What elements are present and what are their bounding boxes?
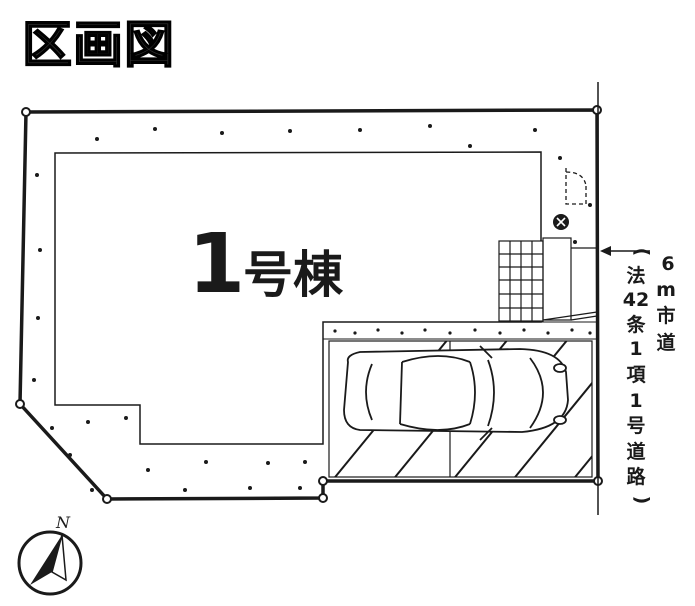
road-note: ( 法 42 条 1 項 1 号 道 路 ) bbox=[623, 248, 653, 505]
lot-boundary bbox=[18, 108, 600, 501]
north-arrow-icon: N bbox=[17, 513, 83, 596]
road-note-char: 道 bbox=[626, 440, 645, 463]
road-arrow-icon bbox=[600, 246, 650, 256]
road-note-char: ) bbox=[631, 496, 653, 505]
setback-dots bbox=[32, 124, 592, 492]
road-label-char: 道 bbox=[656, 331, 675, 354]
parking-top-strip bbox=[322, 321, 599, 340]
building-label: 号棟 bbox=[243, 246, 344, 304]
building-number: 1 bbox=[188, 217, 245, 312]
road-label-char: 市 bbox=[656, 304, 675, 327]
road-label: 6 m 市 道 bbox=[656, 253, 676, 354]
road-note-char: 項 bbox=[626, 364, 646, 386]
road-label-char: 6 bbox=[661, 253, 674, 275]
page-title: 区画図 bbox=[22, 16, 175, 74]
door-swing-icon bbox=[565, 168, 587, 205]
road-label-char: m bbox=[656, 279, 676, 301]
road-note-char: 42 bbox=[623, 289, 649, 311]
meter-icon bbox=[553, 214, 569, 230]
parking-strip-dots bbox=[333, 328, 592, 335]
entry-steps bbox=[498, 240, 544, 322]
boundary-markers bbox=[15, 105, 603, 504]
road-note-char: ( bbox=[631, 248, 653, 257]
compass-letter: N bbox=[55, 513, 71, 532]
road-note-char: 法 bbox=[626, 264, 645, 287]
road-note-char: 1 bbox=[629, 390, 642, 412]
road-note-char: 条 bbox=[626, 313, 646, 336]
road-note-char: 号 bbox=[626, 415, 645, 437]
approach-path bbox=[542, 237, 598, 321]
road-note-char: 路 bbox=[626, 465, 646, 488]
car-icon bbox=[343, 345, 569, 441]
building-footprint bbox=[54, 151, 542, 445]
road-note-char: 1 bbox=[629, 338, 642, 360]
